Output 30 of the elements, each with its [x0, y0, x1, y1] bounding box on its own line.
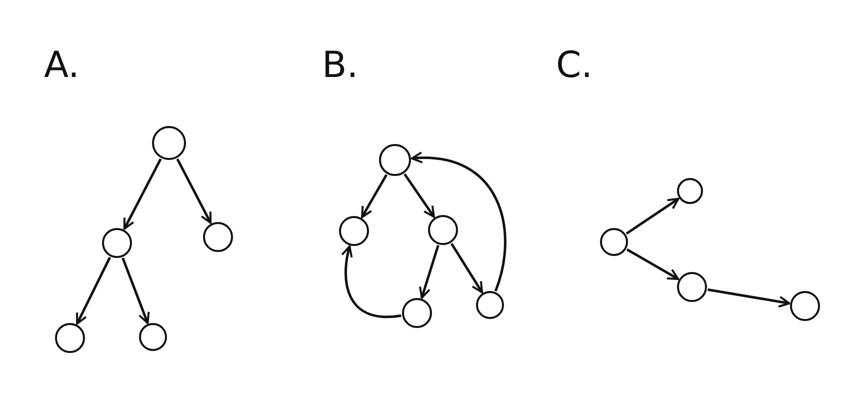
graph-node-circle — [339, 216, 369, 246]
graph-node-circle — [55, 323, 85, 353]
arrow — [123, 158, 162, 230]
arrow — [626, 198, 680, 235]
graph-node-circle — [152, 126, 186, 160]
panel-label: A. — [44, 48, 80, 84]
arrow — [404, 173, 435, 218]
graph-node-circle — [476, 291, 504, 319]
graph-node-circle — [379, 144, 411, 176]
arrow — [450, 242, 484, 294]
graph-node-circle — [428, 215, 458, 245]
arrow — [341, 245, 402, 318]
arrow — [122, 258, 150, 324]
arrow — [76, 256, 112, 325]
arrow — [176, 158, 212, 224]
panel-label: B. — [322, 48, 358, 84]
graph-node-circle — [600, 228, 628, 256]
graph-node-circle — [139, 323, 167, 351]
graph-node-circle — [790, 291, 820, 321]
graph-node-circle — [677, 272, 707, 302]
graph-node-circle — [102, 228, 132, 258]
arrow — [360, 174, 388, 218]
arrow — [410, 152, 506, 292]
graph-node-circle — [677, 178, 703, 204]
graph-node-circle — [203, 222, 233, 252]
arrow — [626, 248, 680, 280]
panel-label: C. — [556, 48, 593, 84]
graph-node-circle — [402, 298, 432, 328]
arrow — [708, 288, 790, 308]
arrow — [419, 244, 440, 299]
